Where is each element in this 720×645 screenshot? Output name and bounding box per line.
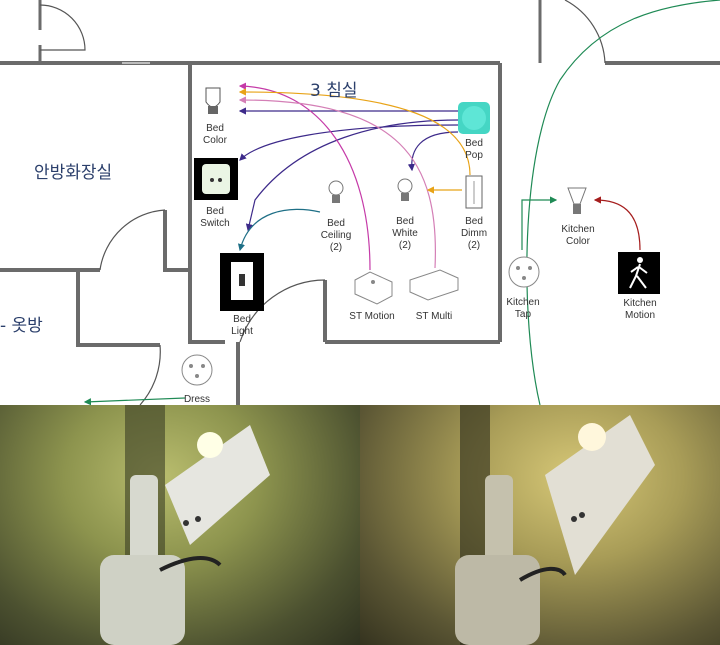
label-line: (2) [329,242,343,253]
arrow-pop-to-light [245,119,459,232]
label-line: ST Multi [415,311,453,322]
room-label-closet: - 옷방 [0,316,43,336]
door-swings [39,0,606,405]
motion-sensor-icon [354,271,393,305]
label-line: Kitchen [506,297,540,308]
label-st-motion: ST Motion [349,311,394,323]
room-label-bedroom3: 3 침실 [310,81,358,101]
smart-plug-icon [194,158,238,200]
label-line: Color [566,236,590,247]
arrow-tap-to-kitchen [521,196,558,250]
label-line: (2) [398,240,412,251]
label-line: Motion [624,310,656,321]
door-swing-closet [139,344,161,405]
arrow-dress [83,397,186,405]
arrow-motion-to-color [238,82,371,271]
pop-button-face [462,106,486,130]
door-swing-top [39,4,86,51]
spot-bulb-icon [567,187,587,214]
wall-bedroom-bottom-left [188,270,225,344]
label-line: Bed [206,123,224,134]
walking-person-icon [618,252,660,294]
door-swing-vanity [99,209,166,271]
arrow-motion-to-kitchen [593,196,641,251]
arrow-light-to-ceiling [237,208,321,252]
bulb-icon [205,87,221,114]
arrow-dimm-to-color [238,88,471,176]
label-line: Kitchen [561,224,595,235]
label-line: Light [231,326,253,337]
label-line: Bed [396,216,414,227]
photo-warm-light [360,405,720,645]
label-st-multi: ST Multi [416,311,453,323]
tap-switch-icon [508,256,540,288]
label-line: Kitchen [623,298,657,309]
floor-plan-canvas [0,0,720,405]
automation-arrows [83,0,720,405]
label-line: Bed [233,314,251,325]
label-line: Tap [514,309,532,320]
arrow-pop-to-switch [239,124,459,161]
photo-greenish-light [0,405,360,645]
wall-switch-icon [220,253,264,311]
arrow-kitchen-curve [526,0,720,405]
door-swing-kitchen [564,0,606,64]
room-label-master-vanity: 안방화장실 [34,163,113,183]
tap-switch-icon [181,354,213,386]
walls [0,0,720,405]
label-line: Switch [200,218,230,229]
bulb-icon [328,180,344,203]
wall-closet [76,270,160,347]
label-line: Bed [206,206,224,217]
wall-vanity-right [163,210,190,272]
label-line: Bed [465,216,483,227]
label-line: Pop [465,150,483,161]
label-line: Bed [327,218,345,229]
label-line: Color [203,135,227,146]
label-line: White [392,228,418,239]
arrow-multi-to-color [238,96,437,269]
arrow-pop-to-white [407,131,459,172]
photos-row [0,405,720,645]
label-line: (2) [467,240,481,251]
label-line: ST Motion [349,311,395,322]
door-swing-bedroom [239,279,326,343]
label-dress: Dress [184,394,210,405]
label-line: Bed [465,138,483,149]
dimmer-switch-icon [465,175,483,209]
label-line: Dress [183,394,211,405]
label-line: Dimm [460,228,488,239]
bulb-icon [397,178,413,201]
multi-sensor-icon [409,269,459,301]
label-line: Ceiling [320,230,352,241]
